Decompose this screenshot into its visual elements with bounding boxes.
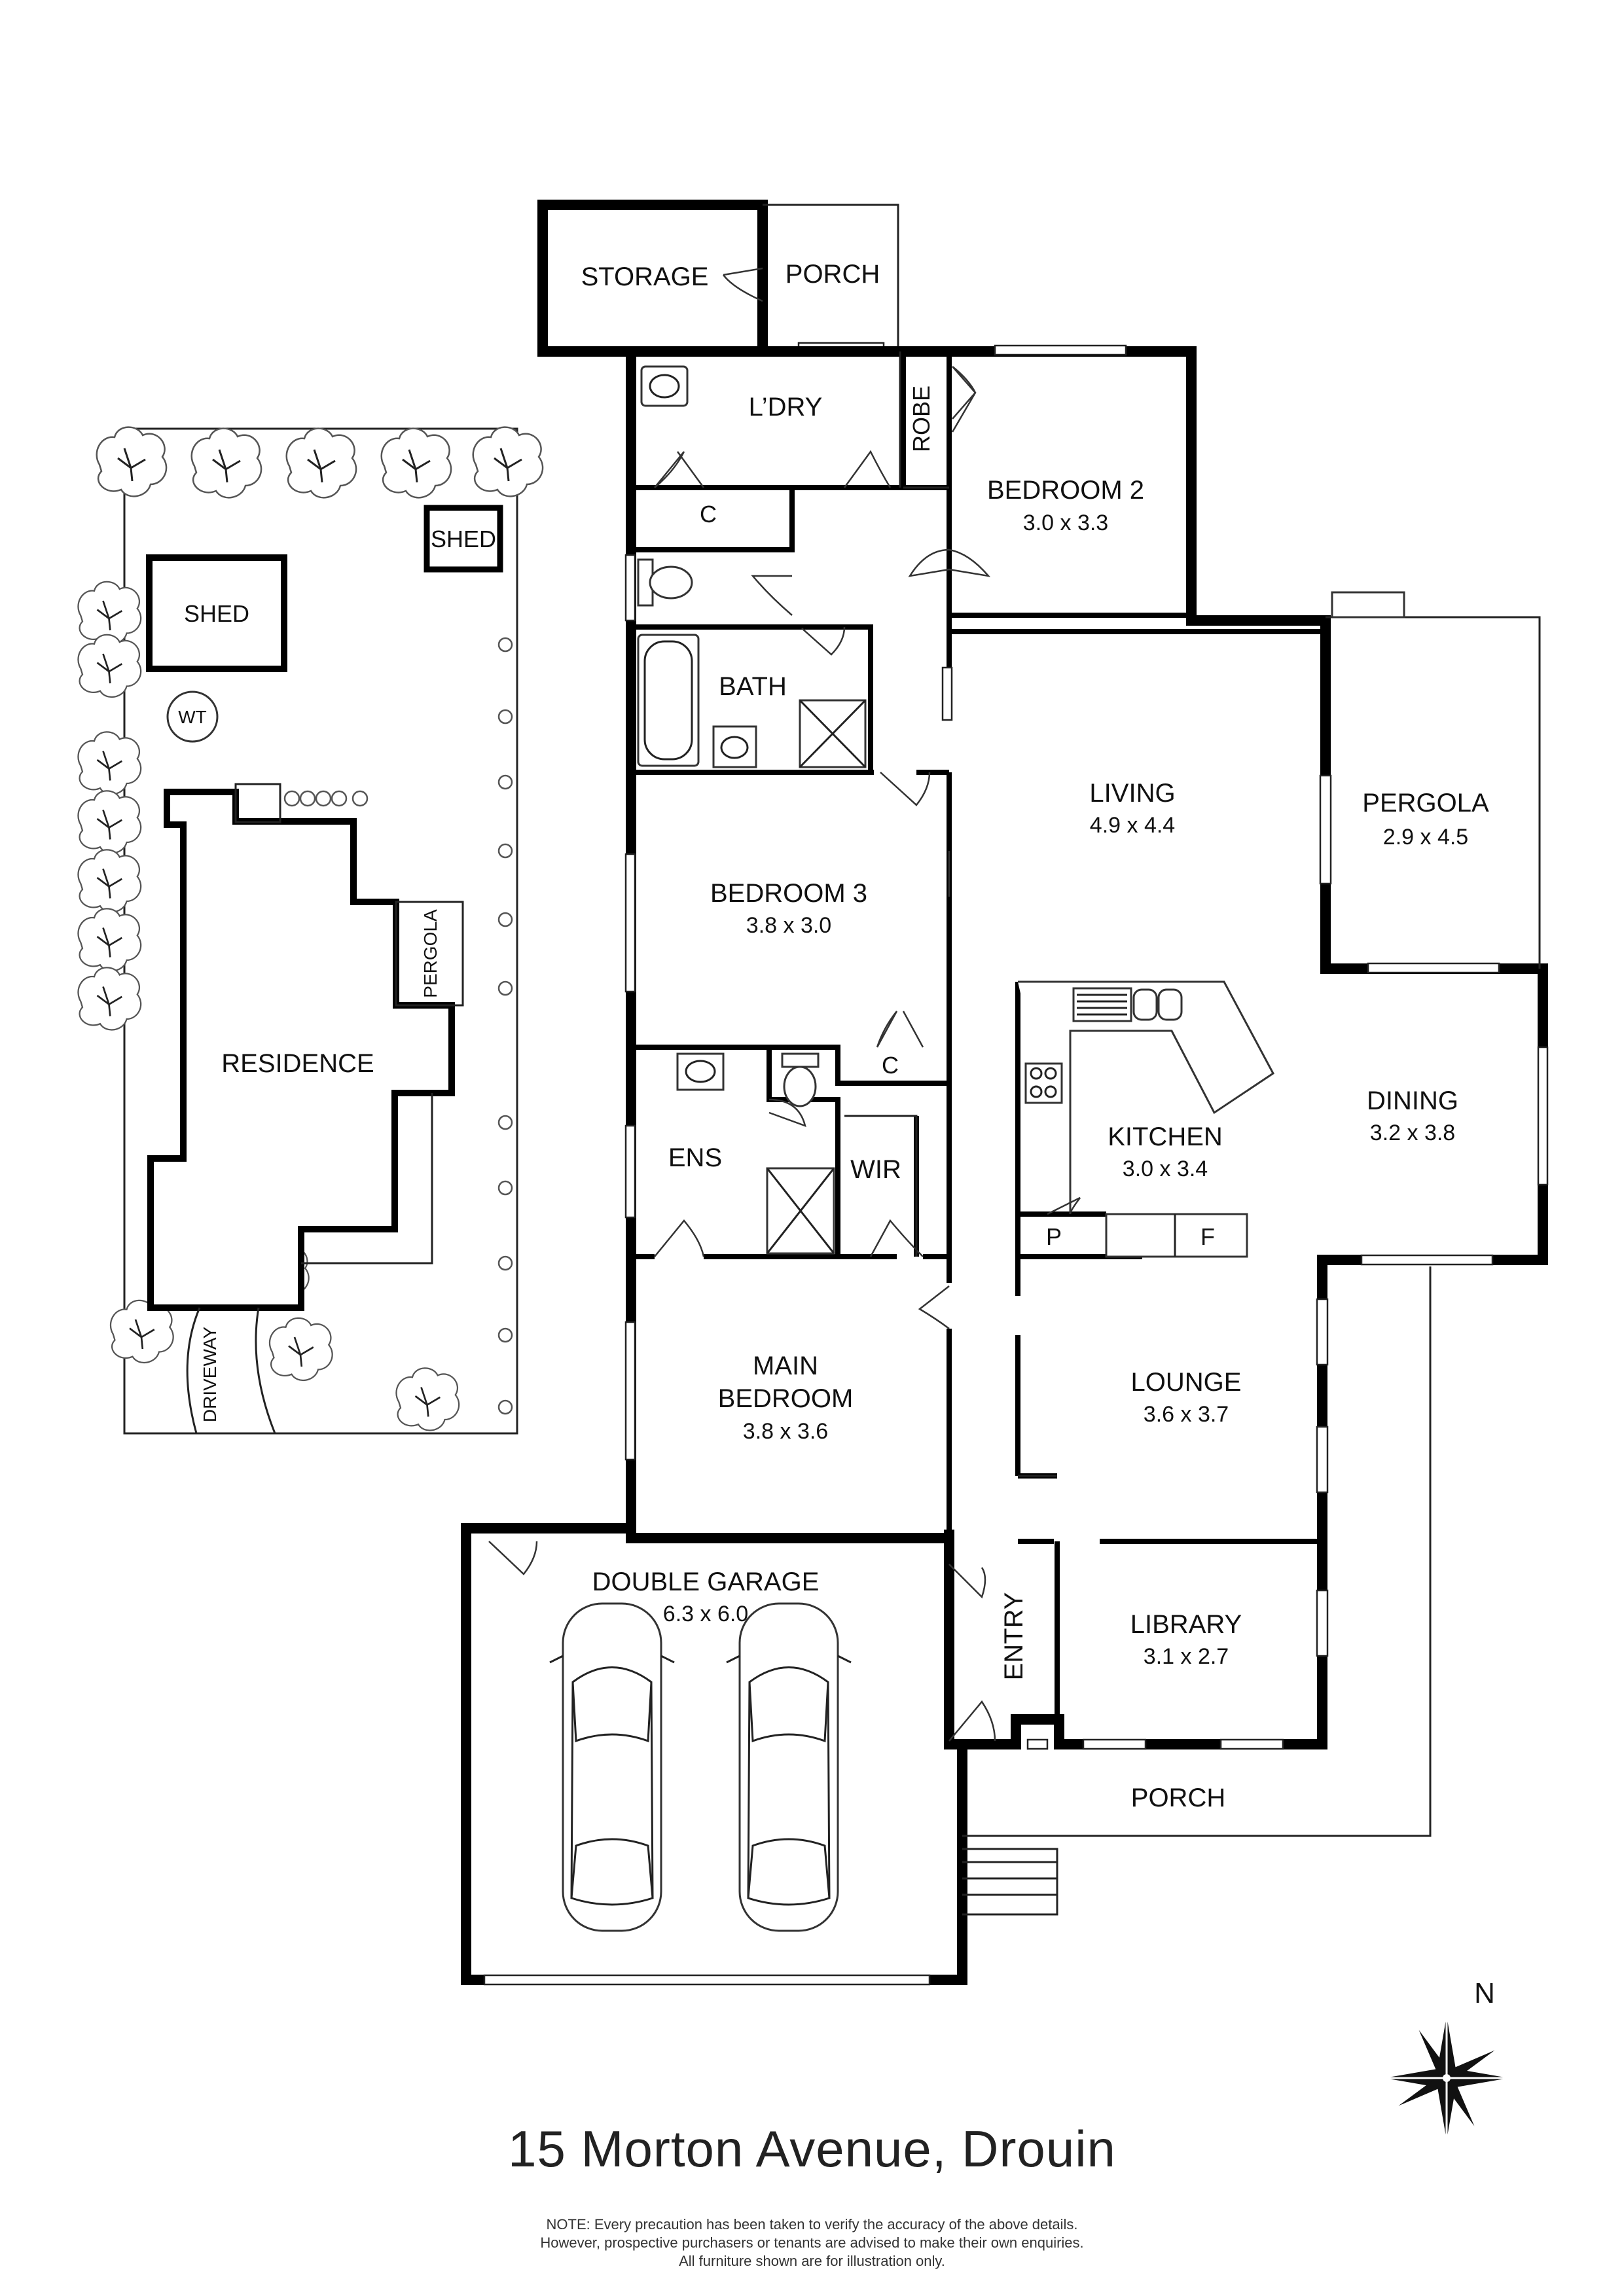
interior-walls xyxy=(631,351,1326,1728)
dining-label: DINING xyxy=(1367,1086,1458,1115)
ens-toilet-cistern-icon xyxy=(781,1052,820,1068)
toilet-icon xyxy=(649,565,693,600)
rear-porch-label: PORCH xyxy=(785,260,880,289)
storage-label: STORAGE xyxy=(581,262,709,291)
robe-outline xyxy=(899,351,949,489)
exterior-wall-east xyxy=(626,346,1548,1749)
entry-label: ENTRY xyxy=(1000,1592,1028,1681)
pergola-sliding-door xyxy=(1319,774,1332,885)
dining-dim: 3.2 x 3.8 xyxy=(1370,1121,1455,1145)
living-label: LIVING xyxy=(1089,779,1175,808)
tree-icon xyxy=(472,426,544,497)
property-address: 15 Morton Avenue, Drouin xyxy=(508,2120,1116,2178)
site-plan: SHED SHED WT PERGOLA RESIDENCE DRIVEWAY xyxy=(77,426,544,1435)
wir-label: WIR xyxy=(850,1155,901,1184)
kitchen-label: KITCHEN xyxy=(1108,1122,1223,1151)
tree-icon xyxy=(77,634,142,698)
fridge-label: F xyxy=(1200,1223,1215,1250)
disclaimer-line-2: However, prospective purchasers or tenan… xyxy=(540,2234,1084,2251)
disclaimer-note: NOTE: Every precaution has been taken to… xyxy=(0,2215,1624,2270)
tree-icon xyxy=(77,730,142,795)
garage-dim: 6.3 x 6.0 xyxy=(663,1602,748,1626)
ens-toilet-icon xyxy=(783,1066,817,1107)
laundry-cupboard-label: C xyxy=(700,501,717,528)
laundry-label: L’DRY xyxy=(749,393,823,422)
cooktop-icon xyxy=(1024,1062,1063,1104)
tree-icon xyxy=(395,1367,460,1431)
bathtub-icon xyxy=(637,634,700,767)
large-shed-label: SHED xyxy=(184,600,249,627)
residence-footprint xyxy=(147,789,455,1311)
tree-icon xyxy=(77,789,142,854)
kitchen-bench xyxy=(1018,980,1274,1214)
fridge-bench xyxy=(1105,1213,1248,1258)
bedroom3-cupboard-label: C xyxy=(882,1052,899,1079)
pergola-dim: 2.9 x 4.5 xyxy=(1383,825,1468,850)
front-steps xyxy=(962,1848,1058,1916)
living-dim: 4.9 x 4.4 xyxy=(1090,813,1175,838)
tree-icon xyxy=(77,966,142,1031)
main-bedroom-label-1: MAIN xyxy=(753,1352,818,1380)
pergola-label: PERGOLA xyxy=(1362,789,1489,817)
storage-door xyxy=(723,267,763,302)
small-shed-label: SHED xyxy=(431,526,496,552)
residence-porch xyxy=(234,783,281,823)
sink-icon xyxy=(1072,987,1183,1022)
front-porch-outline xyxy=(962,1266,1432,1837)
residence-path xyxy=(301,1093,433,1265)
disclaimer-line-3: All furniture shown are for illustration… xyxy=(679,2253,945,2269)
lounge-label: LOUNGE xyxy=(1131,1368,1242,1397)
wir-outline xyxy=(844,1115,918,1257)
bath-label: BATH xyxy=(719,672,787,701)
bedroom2-dim: 3.0 x 3.3 xyxy=(1023,511,1108,535)
lounge-dim: 3.6 x 3.7 xyxy=(1144,1402,1229,1427)
front-porch-label: PORCH xyxy=(1131,1784,1225,1812)
small-shed xyxy=(424,505,503,573)
compass-icon xyxy=(1384,2016,1509,2140)
tree-icon xyxy=(77,907,142,972)
bedroom3-dim: 3.8 x 3.0 xyxy=(746,913,831,938)
pergola-bbq xyxy=(1331,591,1405,619)
ens-vanity-icon xyxy=(676,1052,725,1091)
tree-icon xyxy=(268,1317,334,1382)
driveway-edges xyxy=(186,1307,276,1434)
car-icon xyxy=(725,1602,852,1932)
residence-label: RESIDENCE xyxy=(221,1049,374,1078)
disclaimer-line-1: NOTE: Every precaution has been taken to… xyxy=(546,2216,1078,2233)
residence-pergola xyxy=(395,901,464,1007)
garage-label: DOUBLE GARAGE xyxy=(592,1568,820,1596)
residence-pergola-label: PERGOLA xyxy=(420,909,441,998)
tree-icon xyxy=(77,848,142,913)
house-plan: STORAGE PORCH PERGOLA 2.9 x 4.5 xyxy=(461,200,1549,1986)
robe-label: ROBE xyxy=(908,386,935,452)
large-shed xyxy=(146,554,287,672)
bedroom3-label: BEDROOM 3 xyxy=(710,879,867,908)
laundry-tub-icon xyxy=(640,365,689,407)
library-dim: 3.1 x 2.7 xyxy=(1144,1644,1229,1669)
tree-icon xyxy=(285,427,357,499)
tree-icon xyxy=(190,427,262,499)
compass-north-label: N xyxy=(1474,1977,1495,2009)
car-icon xyxy=(549,1602,676,1932)
bath-vanity-icon xyxy=(712,725,757,768)
library-label: LIBRARY xyxy=(1130,1610,1242,1639)
ens-label: ENS xyxy=(668,1143,722,1172)
main-bedroom-label-2: BEDROOM xyxy=(718,1384,854,1413)
pantry-label: P xyxy=(1046,1223,1062,1250)
water-tank xyxy=(166,691,219,743)
bedroom2-label: BEDROOM 2 xyxy=(987,476,1144,505)
tree-icon xyxy=(96,426,168,497)
water-tank-label: WT xyxy=(178,707,207,727)
windows xyxy=(483,344,1549,1986)
doors xyxy=(488,366,1081,1742)
main-bedroom-dim: 3.8 x 3.6 xyxy=(743,1419,828,1444)
porch-outline xyxy=(763,204,899,351)
driveway-label: DRIVEWAY xyxy=(200,1327,220,1423)
tree-icon xyxy=(380,427,452,499)
kitchen-dim: 3.0 x 3.4 xyxy=(1123,1157,1208,1181)
